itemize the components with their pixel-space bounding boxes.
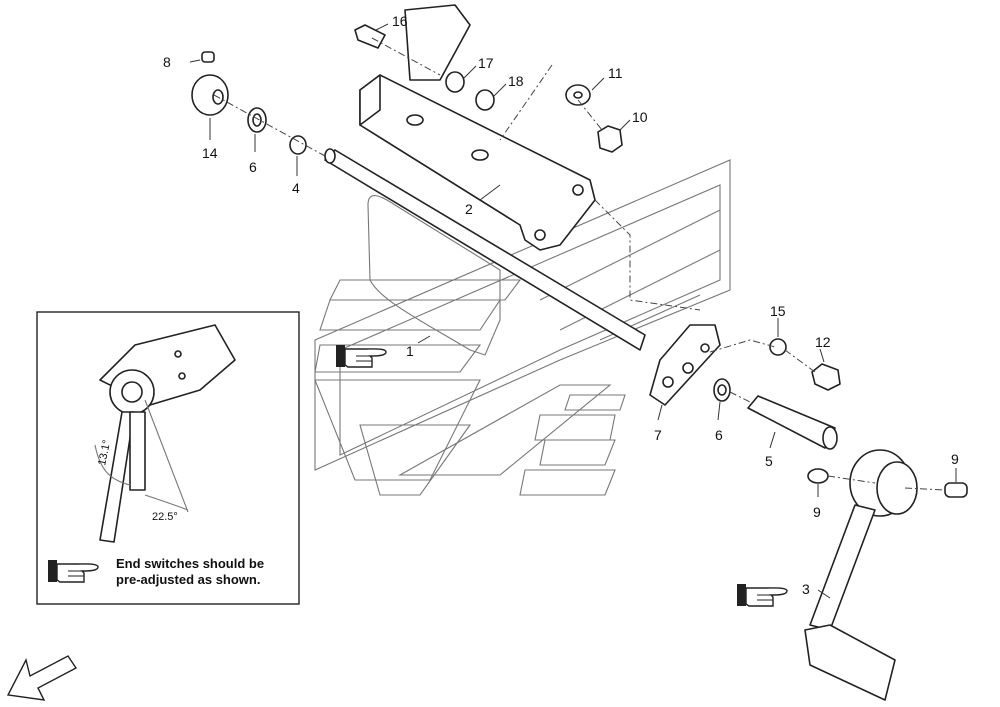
pedal-part-3 xyxy=(804,449,918,701)
callout-18: 18 xyxy=(508,73,524,89)
callout-2: 2 xyxy=(465,201,473,217)
angle-label-13-1: 13.1° xyxy=(96,439,113,467)
callout-6-upper: 6 xyxy=(249,159,257,175)
callout-16: 16 xyxy=(392,13,408,29)
bracket-part-2 xyxy=(359,4,596,251)
pointing-hand-icon xyxy=(336,345,387,368)
inset-note-line-1: End switches should be xyxy=(116,556,264,571)
plate-part-7 xyxy=(649,324,721,406)
callout-15: 15 xyxy=(770,303,786,319)
machine-body-outline xyxy=(314,159,731,496)
pointing-hand-icon xyxy=(737,584,788,607)
angle-label-22-5: 22.5° xyxy=(152,511,178,523)
leader-lines xyxy=(189,23,957,599)
callout-7: 7 xyxy=(654,427,662,443)
callout-12: 12 xyxy=(815,334,831,350)
callout-14: 14 xyxy=(202,145,218,161)
callout-17: 17 xyxy=(478,55,494,71)
direction-arrow-icon xyxy=(6,655,78,701)
inset-note-line-2: pre-adjusted as shown. xyxy=(116,572,260,587)
adjustment-inset: 13.1° 22.5° End switches should be pre-a… xyxy=(36,311,300,605)
callout-labels: 16 17 18 11 10 8 14 6 4 2 1 15 12 7 6 5 … xyxy=(163,13,959,597)
centerlines xyxy=(213,37,946,491)
callout-11: 11 xyxy=(608,65,623,81)
pointing-hand-icon xyxy=(48,560,99,583)
callout-5: 5 xyxy=(765,453,773,469)
callout-1: 1 xyxy=(406,343,414,359)
shaft xyxy=(324,148,646,351)
callout-6-lower: 6 xyxy=(715,427,723,443)
callout-9-right: 9 xyxy=(951,451,959,467)
small-parts xyxy=(191,24,968,498)
callout-9-left: 9 xyxy=(813,504,821,520)
callout-3: 3 xyxy=(802,581,810,597)
callout-8: 8 xyxy=(163,54,171,70)
callout-4: 4 xyxy=(292,180,300,196)
callout-10: 10 xyxy=(632,109,648,125)
